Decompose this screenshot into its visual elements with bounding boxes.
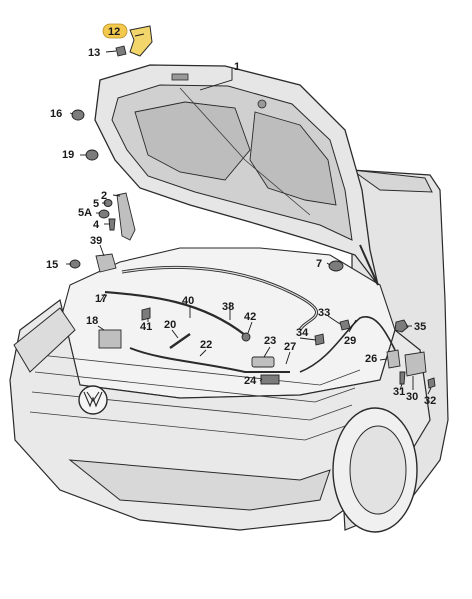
label-1: 1 (234, 61, 240, 73)
part-34-clip (314, 333, 325, 346)
part-2-hinge (116, 192, 136, 241)
left-headlight (13, 307, 76, 373)
part-41-clip (141, 307, 151, 321)
label-27: 27 (284, 341, 296, 353)
label-13: 13 (88, 47, 100, 59)
label-12-highlight (102, 23, 128, 39)
hood-panel (94, 64, 379, 286)
label-7: 7 (316, 258, 322, 270)
label-35: 35 (414, 321, 426, 333)
label-33: 33 (318, 307, 330, 319)
label-26: 26 (365, 353, 377, 365)
hood-inner-cutout-right (249, 111, 337, 206)
part-5a-nut (98, 209, 110, 219)
vehicle-body (9, 169, 449, 533)
hood-prop-rod (359, 244, 379, 286)
label-16: 16 (50, 108, 62, 120)
part-31-screw (399, 371, 406, 385)
label-4: 4 (93, 219, 100, 231)
part-24-connector (260, 374, 280, 385)
label-29: 29 (344, 335, 356, 347)
label-42: 42 (244, 311, 256, 323)
cable-17-40 (104, 290, 246, 336)
part-15-buffer (69, 259, 81, 269)
grille-slat-1 (39, 354, 361, 386)
label-2: 2 (101, 190, 107, 202)
part-39-latch (95, 253, 117, 273)
cable-22 (129, 347, 290, 373)
grille-slat-4 (29, 411, 349, 441)
label-15: 15 (46, 259, 58, 271)
part-26-lock (386, 349, 401, 369)
label-30: 30 (406, 391, 418, 403)
leader-lines (66, 33, 432, 395)
part-12-bracket (129, 25, 153, 57)
label-41: 41 (140, 321, 152, 333)
hood-bolt-hole (257, 99, 267, 109)
part-19-buffer (85, 149, 99, 161)
part-32-screw (427, 377, 436, 389)
hood-rib (179, 87, 311, 216)
vw-badge-letters (83, 391, 103, 408)
label-18: 18 (86, 315, 98, 327)
small-parts (69, 25, 436, 389)
windshield-edge (350, 169, 433, 193)
label-5a: 5A (78, 207, 92, 219)
part-35-nut (394, 319, 409, 333)
part-16-buffer (71, 109, 85, 121)
hood-latch-slot (171, 73, 189, 81)
part-7-buffer (328, 260, 344, 272)
label-20: 20 (164, 319, 176, 331)
part-13-screw (115, 45, 127, 57)
label-40: 40 (182, 295, 194, 307)
release-cables (104, 265, 396, 373)
label-34: 34 (296, 327, 309, 339)
label-19: 19 (62, 149, 74, 161)
label-12: 12 (108, 26, 120, 38)
part-4-bolt (108, 218, 116, 231)
label-31: 31 (393, 386, 405, 398)
label-32: 32 (424, 395, 436, 407)
part-30-lock-body (404, 351, 427, 377)
cable-20 (169, 333, 191, 349)
part-33-clip (339, 319, 351, 331)
part-42-grommet (241, 332, 251, 342)
label-38: 38 (222, 301, 234, 313)
label-22: 22 (200, 339, 212, 351)
callout-labels: 1 2 5 5A 4 7 12 13 15 16 17 18 19 20 22 … (46, 26, 436, 407)
label-17: 17 (95, 293, 107, 305)
grille-slat-2 (34, 371, 356, 403)
grille-slat-3 (31, 391, 353, 421)
label-24: 24 (244, 375, 257, 387)
part-18-latch (98, 329, 122, 349)
part-23-handle (251, 356, 275, 368)
front-wheel-inner (349, 425, 407, 515)
lower-intake (68, 459, 331, 511)
cable-to-latch (299, 316, 396, 373)
label-23: 23 (264, 335, 276, 347)
vw-badge-icon (78, 385, 108, 415)
cable-38-inner (121, 266, 317, 331)
label-5: 5 (93, 198, 99, 210)
label-39: 39 (90, 235, 102, 247)
